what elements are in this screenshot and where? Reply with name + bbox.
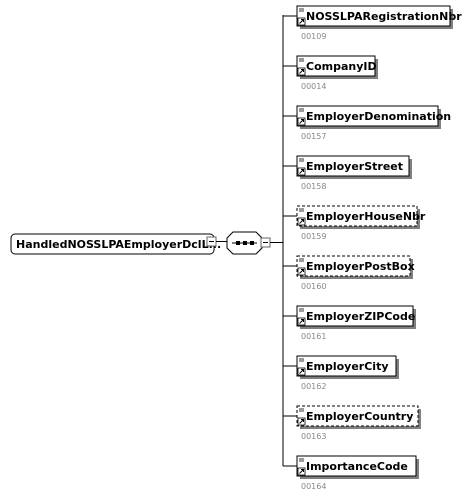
element-name: EmployerCity bbox=[306, 360, 389, 373]
child-element-employercity[interactable]: EmployerCity 00162 bbox=[283, 355, 399, 391]
element-reference-icon bbox=[297, 367, 306, 376]
element-code: 00162 bbox=[301, 382, 326, 391]
sequence-compositor[interactable] bbox=[226, 231, 263, 255]
element-reference-icon bbox=[297, 267, 306, 276]
element-code: 00160 bbox=[301, 282, 326, 291]
element-reference-icon bbox=[297, 117, 306, 126]
child-element-employerdenomination[interactable]: EmployerDenomination 00157 bbox=[283, 105, 451, 141]
sequence-compositor-icon bbox=[232, 241, 257, 245]
element-box bbox=[296, 105, 439, 127]
element-reference-icon bbox=[297, 417, 306, 426]
element-box bbox=[296, 455, 417, 477]
element-code: 00109 bbox=[301, 32, 326, 41]
child-element-employerpostbox[interactable]: EmployerPostBox 00160 bbox=[283, 255, 415, 291]
child-element-employercountry[interactable]: EmployerCountry 00163 bbox=[283, 405, 421, 441]
element-reference-icon bbox=[297, 467, 306, 476]
element-code: 00159 bbox=[301, 232, 326, 241]
root-collapse-toggle[interactable] bbox=[206, 236, 217, 247]
element-box bbox=[296, 355, 397, 377]
element-name: CompanyID bbox=[306, 60, 377, 73]
element-name: EmployerDenomination bbox=[306, 110, 451, 123]
element-box bbox=[296, 255, 411, 277]
child-element-companyid[interactable]: CompanyID 00014 bbox=[283, 55, 378, 91]
element-name: EmployerZIPCode bbox=[306, 310, 415, 323]
child-element-importancecode[interactable]: ImportanceCode 00164 bbox=[283, 455, 419, 491]
element-code: 00157 bbox=[301, 132, 326, 141]
element-reference-icon bbox=[297, 217, 306, 226]
sequence-collapse-toggle[interactable] bbox=[260, 237, 271, 248]
element-code: 00014 bbox=[301, 82, 326, 91]
element-reference-icon bbox=[297, 317, 306, 326]
element-code: 00158 bbox=[301, 182, 326, 191]
element-code: 00164 bbox=[301, 482, 326, 491]
element-name: EmployerHouseNbr bbox=[306, 210, 426, 223]
root-element[interactable]: HandledNOSSLPAEmployerDclL... bbox=[10, 233, 221, 255]
child-element-employerzipcode[interactable]: EmployerZIPCode 00161 bbox=[283, 305, 416, 341]
child-element-employerstreet[interactable]: EmployerStreet 00158 bbox=[283, 155, 412, 191]
element-box bbox=[296, 205, 418, 227]
element-name: EmployerStreet bbox=[306, 160, 403, 173]
element-reference-icon bbox=[297, 167, 306, 176]
element-reference-icon bbox=[297, 17, 306, 26]
element-box bbox=[296, 155, 410, 177]
element-box bbox=[296, 5, 451, 27]
root-element-label: HandledNOSSLPAEmployerDclL... bbox=[16, 238, 221, 251]
element-box bbox=[296, 305, 414, 327]
element-name: EmployerPostBox bbox=[306, 260, 415, 273]
element-code: 00163 bbox=[301, 432, 326, 441]
element-name: NOSSLPARegistrationNbr bbox=[306, 10, 462, 23]
element-box bbox=[296, 405, 419, 427]
child-element-nosslparegistrationnbr[interactable]: NOSSLPARegistrationNbr 00109 bbox=[283, 5, 462, 41]
element-box bbox=[296, 55, 376, 77]
element-name: EmployerCountry bbox=[306, 410, 413, 423]
child-element-employerhousenbr[interactable]: EmployerHouseNbr 00159 bbox=[283, 205, 426, 241]
element-name: ImportanceCode bbox=[306, 460, 408, 473]
element-reference-icon bbox=[297, 67, 306, 76]
element-code: 00161 bbox=[301, 332, 326, 341]
